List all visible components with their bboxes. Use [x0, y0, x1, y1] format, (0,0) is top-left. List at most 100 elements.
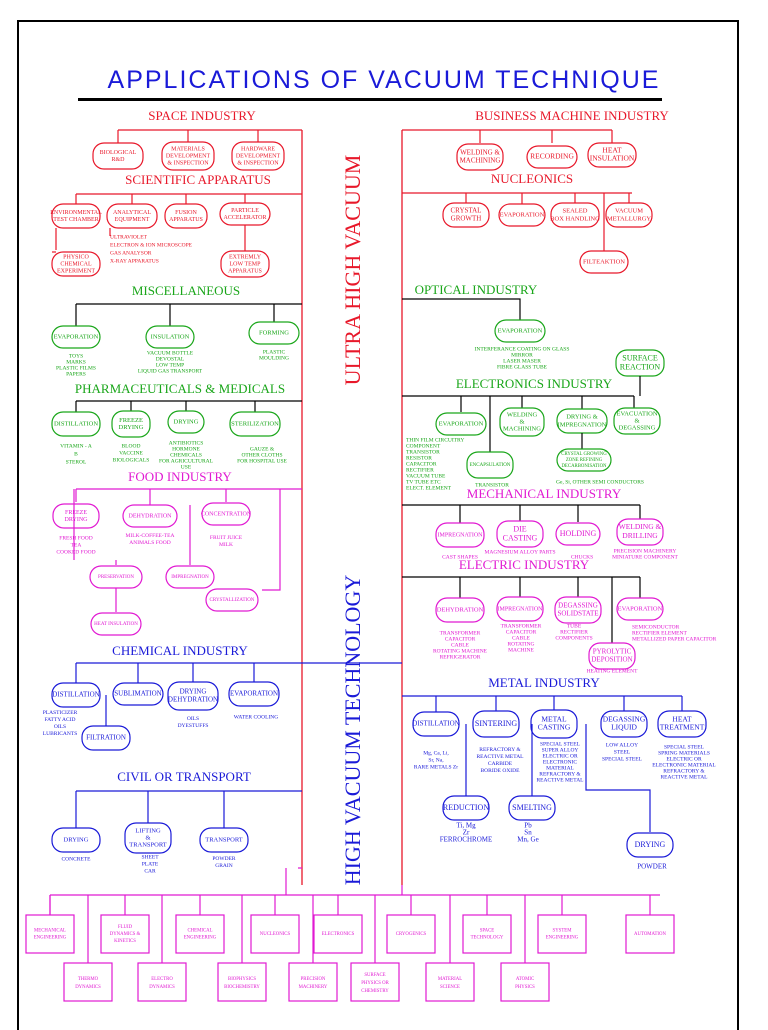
category-box	[228, 681, 280, 707]
category-box	[51, 827, 101, 853]
note-text: MATERIAL	[546, 765, 574, 771]
discipline-label: DYNAMICS	[149, 985, 175, 990]
note-text: FRUIT JUICE	[210, 535, 243, 541]
category-box-label: RECORDING	[530, 152, 574, 161]
category-box-label: HEAT INSULATION	[94, 622, 138, 627]
connector-line	[402, 376, 641, 412]
discipline-label: AUTOMATION	[634, 932, 666, 937]
discipline-label: CRYOGENICS	[396, 932, 427, 937]
note-text: MOULDING	[259, 355, 289, 361]
category-box	[600, 710, 648, 738]
category-box	[51, 203, 101, 229]
category-box	[167, 681, 219, 711]
note-text: ANIMALS FOOD	[129, 540, 170, 546]
category-box-label: REDUCTION	[443, 803, 489, 812]
discipline-box	[250, 914, 300, 954]
connector-line	[402, 504, 641, 523]
category-box	[550, 202, 600, 228]
note-text: CARBIDE	[488, 761, 513, 767]
category-box-label: SINTERING	[475, 719, 517, 728]
note-text: COMPONENT	[406, 443, 441, 449]
note-text: TUBE	[567, 623, 582, 629]
note-text: CHEMICALS	[170, 452, 202, 458]
category-box-label: DEHYDRATION	[129, 513, 173, 519]
note-text: MINIATURE COMPONENT	[612, 554, 678, 560]
category-box-label: BOX HANDLING	[550, 215, 600, 222]
category-box	[657, 710, 707, 738]
category-box-label: DISTILLATION	[52, 691, 99, 699]
discipline-box	[500, 962, 550, 1002]
category-box	[92, 142, 144, 170]
category-box-label: MACHINING	[460, 157, 501, 165]
note-text: REFRACTORY &	[663, 768, 705, 774]
connector-line	[55, 225, 246, 252]
category-box	[613, 407, 661, 435]
note-text: POWDER	[637, 863, 667, 871]
category-box	[435, 597, 485, 623]
category-box-label: EXTREMLY	[229, 254, 262, 260]
note-text: HORMONE	[172, 446, 200, 452]
discipline-box	[537, 914, 587, 954]
category-box	[201, 502, 251, 526]
heading-pharmaceuticals-medicals: PHARMACEUTICALS & MEDICALS	[75, 381, 285, 396]
note-text: ROTATING MACHINE	[433, 648, 488, 654]
note-text: METALLIZED PAPER CAPACITOR	[632, 636, 717, 642]
note-text: TEA	[71, 542, 82, 548]
category-box	[556, 448, 612, 472]
category-box-label: ACCELERATOR	[224, 215, 267, 221]
category-box-label: DEVELOPMENT	[166, 153, 211, 159]
note-text: SPECIAL STEEL	[664, 744, 705, 750]
note-text: CAR	[144, 868, 156, 874]
note-text: MILK-COFFEE-TEA	[126, 533, 175, 539]
discipline-label: SCIENCE	[440, 985, 460, 990]
note-text: SPECIAL STEEL	[602, 756, 643, 762]
category-box-label: ANALYTICAL	[113, 210, 151, 216]
category-box	[122, 504, 178, 528]
category-box-label: DRYING	[635, 840, 666, 849]
discipline-label: ENGINEERING	[184, 936, 217, 941]
note-text: CABLE	[512, 635, 531, 641]
category-box-label: FILTRATION	[86, 734, 126, 742]
heading-optical-industry: OPTICAL INDUSTRY	[415, 282, 538, 297]
note-text: LOW TEMP	[156, 362, 184, 368]
surface-reaction-box-label: SURFACE	[622, 353, 658, 362]
note-text: PLASTIC	[263, 349, 286, 355]
category-box-label: LIFTING	[135, 827, 161, 834]
note-text: RECTIFIER ELEMENT	[632, 630, 687, 636]
note-text: STEEL	[614, 749, 631, 755]
category-box	[498, 203, 546, 227]
category-box-label: &	[634, 417, 639, 424]
category-box-label: LIQUID	[611, 723, 637, 732]
note-text: FOR AGRICULTURAL	[159, 458, 214, 464]
category-box	[111, 410, 151, 438]
discipline-label: ATOMIC	[516, 977, 534, 982]
note-text: VACUUM BOTTLE	[147, 350, 194, 356]
note-text: COOKED FOOD	[56, 549, 95, 555]
connector-line	[402, 298, 521, 320]
category-box-label: DRYING	[174, 418, 199, 425]
note-text: STEROL	[66, 459, 87, 465]
category-box-label: TRANSPORT	[205, 836, 243, 843]
discipline-label: TECHNOLOGY	[471, 936, 504, 941]
category-box	[435, 522, 485, 548]
discipline-label: KINETICS	[114, 939, 136, 944]
connector-line	[75, 790, 302, 828]
category-box-label: FREEZE	[119, 417, 143, 424]
category-box-label: &	[145, 834, 150, 841]
heading-miscellaneous: MISCELLANEOUS	[132, 283, 240, 298]
category-box-label: ENVIRONMENTAL	[50, 210, 102, 216]
category-box	[588, 642, 636, 670]
category-box-label: CONCENTRATION	[201, 511, 252, 517]
category-box-label: DISTILLATION	[54, 420, 98, 427]
category-box-label: DRYING	[64, 836, 89, 843]
note-text: PAPERS	[66, 371, 86, 377]
category-box-label: DRYING	[119, 424, 144, 431]
note-text: SPRING MATERIALS	[658, 750, 710, 756]
note-text: FIBRE GLASS TUBE	[497, 364, 548, 370]
heading-food-industry: FOOD INDUSTRY	[128, 469, 232, 484]
note-text: CAPACITOR	[406, 461, 437, 467]
category-box-label: EVACUATION	[616, 410, 657, 417]
discipline-box	[100, 914, 150, 954]
category-box	[496, 596, 544, 622]
discipline-label: DYNAMICS	[75, 985, 101, 990]
